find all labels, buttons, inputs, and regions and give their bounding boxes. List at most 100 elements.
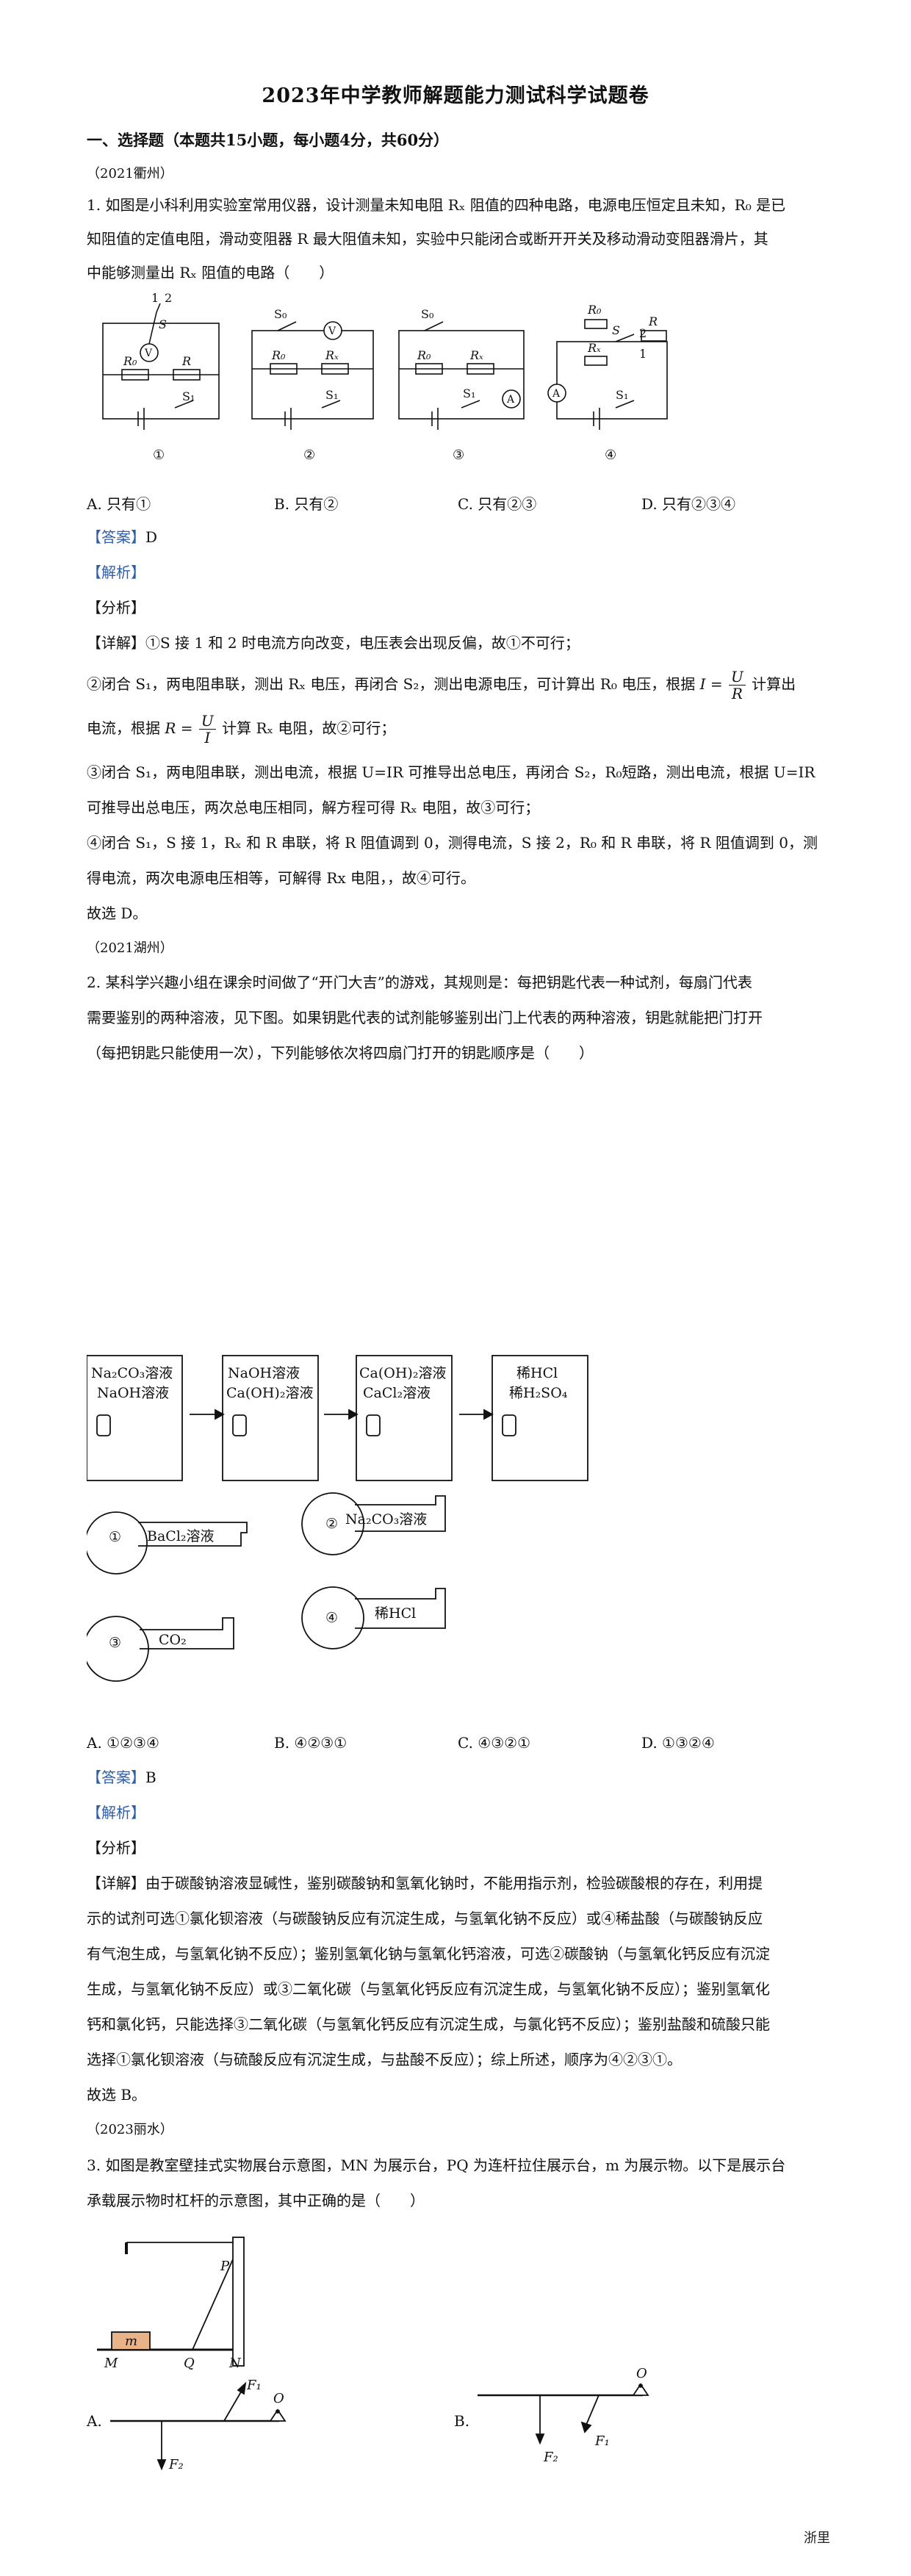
door-2-handle-icon xyxy=(232,1414,247,1436)
circuit2-rx: Rₓ xyxy=(325,348,339,362)
q1-answer-value: D xyxy=(145,528,158,546)
key-3-label: CO₂ xyxy=(159,1632,187,1648)
key-1-num: ① xyxy=(109,1529,121,1545)
q2-option-b[interactable]: B. ④②③① xyxy=(274,1734,348,1752)
q2-detail-1: 【详解】由于碳酸钠溶液显碱性，鉴别碳酸钠和氢氧化钠时，不能用指示剂，检验碳酸根的… xyxy=(87,1874,763,1892)
circuit1-mark2: 2 xyxy=(165,291,172,305)
q2-option-a[interactable]: A. ①②③④ xyxy=(87,1734,159,1752)
door-4-handle-icon xyxy=(502,1414,516,1436)
door-1 xyxy=(87,1355,183,1481)
key-1-label: BaCl₂溶液 xyxy=(147,1528,215,1544)
q1-source: （2021衢州） xyxy=(87,166,173,181)
formula-i-label: I = xyxy=(699,675,723,693)
key-4-num: ④ xyxy=(325,1610,338,1626)
q3-b-o: O xyxy=(636,2366,647,2381)
circuit3-a: A xyxy=(506,394,515,406)
q3-label-m-object: m xyxy=(125,2334,137,2349)
q1-detail-2: ②闭合 S₁，两电阻串联，测出 Rₓ 电压，再闭合 S₂，测出电源电压，可计算出… xyxy=(87,669,836,702)
q1-option-a[interactable]: A. 只有① xyxy=(87,495,151,513)
q1-detail-3a: 电流，根据 xyxy=(87,719,160,737)
circuit2-s0: S₀ xyxy=(274,307,287,321)
circuit-4 xyxy=(547,319,668,430)
door-4-line1: 稀HCl xyxy=(516,1365,558,1381)
circuit4-rx: Rₓ xyxy=(587,341,601,355)
q3-option-a-label[interactable]: A. xyxy=(87,2412,102,2430)
page-footer: 浙里 xyxy=(804,2530,830,2546)
q1-detail-2b: 计算出 xyxy=(752,675,796,693)
q1-option-d[interactable]: D. 只有②③④ xyxy=(641,495,736,513)
circuit4-mark1: 1 xyxy=(639,347,647,361)
circuit2-s1: S₁ xyxy=(325,388,338,402)
circuit4-a: A xyxy=(552,388,561,400)
q3-option-b-lever: F₁ F₂ O xyxy=(478,2366,649,2465)
q2-stem-line2: 需要鉴别的两种溶液，见下图。如果钥匙代表的试剂能够鉴别出门上代表的两种溶液，钥匙… xyxy=(87,1009,763,1026)
q2-conclusion: 故选 B。 xyxy=(87,2086,147,2104)
arrow-icon xyxy=(324,1408,359,1420)
q1-options: A. 只有① B. 只有② C. 只有②③ D. 只有②③④ xyxy=(87,492,836,514)
q2-door-key-diagram: Na₂CO₃溶液 NaOH溶液 NaOH溶液 Ca(OH)₂溶液 Ca(OH)₂… xyxy=(87,1355,588,1682)
q1-answer: 【答案】D xyxy=(87,526,836,548)
circuit1-s: S xyxy=(159,317,167,331)
circuit1-r0: R₀ xyxy=(123,354,137,368)
door-2-line2: Ca(OH)₂溶液 xyxy=(226,1385,313,1401)
q1-answer-tag: 【答案】 xyxy=(87,528,145,546)
circuit3-s1: S₁ xyxy=(463,386,475,400)
q3-a-f2: F₂ xyxy=(168,2457,184,2472)
q1-detail-1: 【详解】①S 接 1 和 2 时电流方向改变，电压表会出现反偏，故①不可行； xyxy=(87,634,580,652)
figure-label-2: ② xyxy=(303,447,315,463)
q3-option-a-lever: F₁ F₂ O xyxy=(110,2378,287,2472)
q1-detail-6: ④闭合 S₁，S 接 1，Rₓ 和 R 串联，将 R 阻值调到 0，测得电流，S… xyxy=(87,834,818,852)
q1-option-c[interactable]: C. 只有②③ xyxy=(458,495,537,513)
q2-analysis-tag: 【解析】 xyxy=(87,1804,145,1821)
q2-option-c[interactable]: C. ④③②① xyxy=(458,1734,531,1752)
door-1-handle-icon xyxy=(96,1414,111,1436)
circuit-2 xyxy=(251,321,374,430)
q1-detail-7: 得电流，两次电源电压相等，可解得 Rx 电阻，，故④可行。 xyxy=(87,869,476,887)
q2-option-d[interactable]: D. ①③②④ xyxy=(641,1734,715,1752)
q3-label-m: M xyxy=(104,2356,118,2371)
q1-detail-5: 可推导出总电压，两次总电压相同，解方程可得 Rₓ 电阻，故③可行； xyxy=(87,799,540,816)
key-1 xyxy=(87,1511,248,1575)
key-2-num: ② xyxy=(325,1516,338,1532)
key-3-num: ③ xyxy=(109,1635,121,1651)
q3-b-f1: F₁ xyxy=(594,2433,610,2449)
circuit3-s0: S₀ xyxy=(421,307,433,321)
q3-option-b-label[interactable]: B. xyxy=(454,2412,470,2430)
door-4 xyxy=(491,1355,588,1481)
q1-circuit-diagrams: V 1 2 S R₀ R S₁ V S₀ R₀ Rₓ S₁ xyxy=(102,291,668,463)
circuit3-rx: Rₓ xyxy=(469,348,483,362)
key-2 xyxy=(301,1492,446,1555)
frac-num: U xyxy=(198,713,216,730)
circuit4-s: S xyxy=(612,323,620,337)
frac-den: R xyxy=(731,685,743,702)
q2-stem-line3: （每把钥匙只能使用一次），下列能够依次将四扇门打开的钥匙顺序是（ ） xyxy=(87,1044,594,1062)
q3-label-n: N xyxy=(228,2356,242,2371)
formula-r-label: R = xyxy=(165,719,193,737)
figure-label-3: ③ xyxy=(453,447,464,463)
q3-a-f1: F₁ xyxy=(246,2378,262,2393)
circuit4-s1: S₁ xyxy=(616,388,628,402)
circuit2-r0: R₀ xyxy=(271,348,286,362)
q2-detail-5: 钙和氯化钙，只能选择③二氧化碳（与氢氧化钙反应有沉淀生成，与氯化钙不反应）；鉴别… xyxy=(87,2015,770,2033)
q1-detail-4: ③闭合 S₁，两电阻串联，测出电流，根据 U=IR 可推导出总电压，再闭合 S₂… xyxy=(87,763,815,781)
circuit1-v: V xyxy=(144,348,153,359)
door-3-handle-icon xyxy=(366,1414,381,1436)
q2-options: A. ①②③④ B. ④②③① C. ④③②① D. ①③②④ xyxy=(87,1734,836,1756)
door-4-line2: 稀H₂SO₄ xyxy=(509,1385,568,1401)
q1-option-b[interactable]: B. 只有② xyxy=(274,495,339,513)
door-2-line1: NaOH溶液 xyxy=(228,1365,300,1381)
door-2 xyxy=(222,1355,319,1481)
circuit2-v: V xyxy=(328,325,336,337)
q2-detail-4: 生成，与氢氧化钠不反应）或③二氧化碳（与氢氧化钙反应有沉淀生成，与氢氧化钠不反应… xyxy=(87,1980,770,1998)
q1-analysis-tag: 【解析】 xyxy=(87,564,145,581)
q2-answer-tag: 【答案】 xyxy=(87,1769,145,1786)
door-3 xyxy=(356,1355,453,1481)
arrow-icon xyxy=(190,1408,225,1420)
q1-conclusion: 故选 D。 xyxy=(87,904,148,922)
door-3-line2: CaCl₂溶液 xyxy=(363,1385,431,1401)
circuit1-mark1: 1 xyxy=(151,291,159,305)
